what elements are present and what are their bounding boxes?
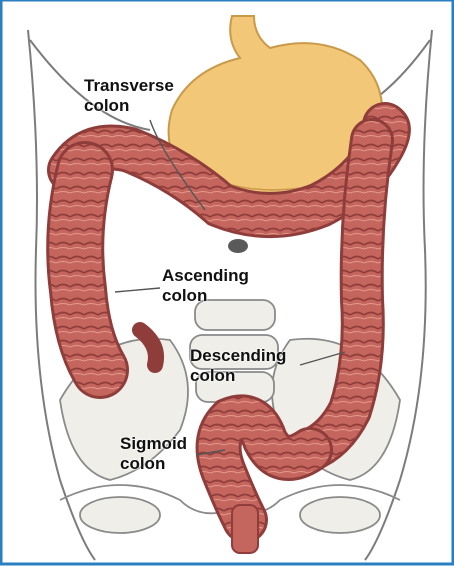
label-ascending-colon: Ascending colon: [162, 266, 249, 306]
label-transverse-colon: Transverse colon: [84, 76, 174, 116]
appendix-node: [228, 239, 248, 253]
ascending-colon: [75, 170, 156, 370]
sigmoid-colon: [219, 418, 310, 554]
label-descending-colon: Descending colon: [190, 346, 286, 386]
label-sigmoid-colon: Sigmoid colon: [120, 434, 187, 474]
rectum: [232, 505, 258, 553]
